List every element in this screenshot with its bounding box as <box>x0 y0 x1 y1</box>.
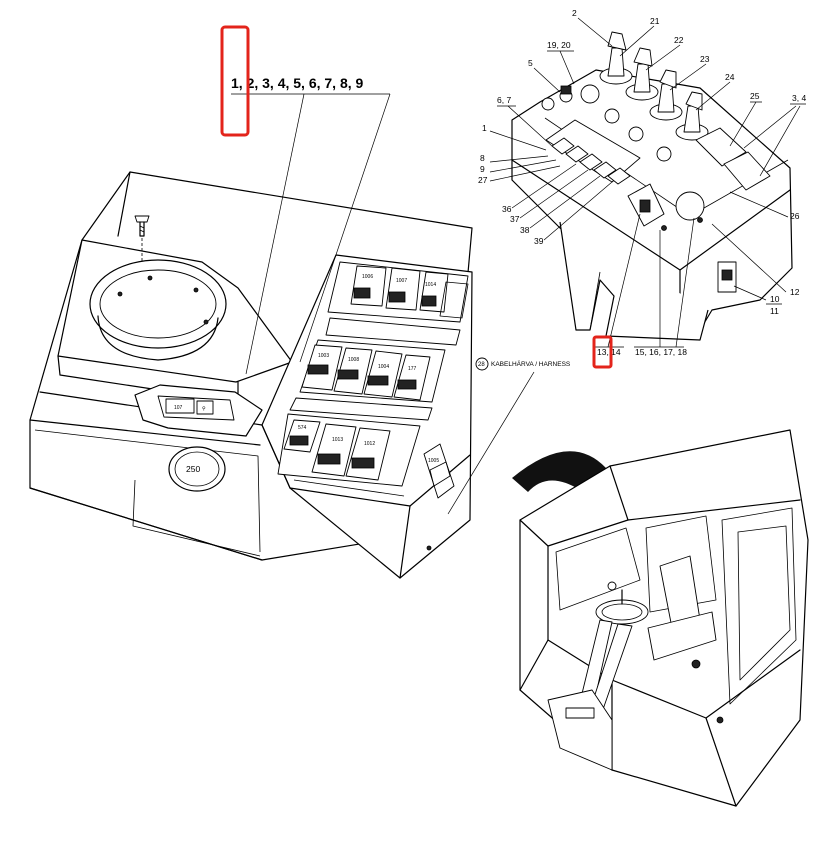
svg-text:1006: 1006 <box>362 274 373 280</box>
callout-6-7: 6, 7 <box>497 95 511 105</box>
switch-1004: 1004 <box>363 350 403 398</box>
harness-number: 28 <box>478 362 485 368</box>
callout-9: 9 <box>480 164 485 174</box>
callout-11: 11 <box>770 306 779 316</box>
switch-574: 574 <box>283 419 321 453</box>
svg-text:1013: 1013 <box>332 437 343 443</box>
switch-1007: 1007 <box>385 267 421 311</box>
harness-label: KABELHÄRVA / HARNESS <box>491 360 571 368</box>
cover-250-label: 250 <box>186 464 200 474</box>
callout-12: 12 <box>790 287 800 297</box>
callout-10: 10 <box>770 294 780 304</box>
callout-21: 21 <box>650 16 660 26</box>
callout-15-18: 15, 16, 17, 18 <box>635 347 687 357</box>
switch-107-label: 107 <box>174 405 183 411</box>
switch-1012: 1012 <box>345 427 391 481</box>
callout-25: 25 <box>750 91 760 101</box>
callout-22: 22 <box>674 35 684 45</box>
highlight-box-13-14 <box>592 335 613 369</box>
switch-177: 177 <box>393 354 431 401</box>
callout-24: 24 <box>725 72 735 82</box>
switch-1014: 1014 <box>419 271 449 313</box>
switch-1006: 1006 <box>350 265 387 307</box>
svg-text:1004: 1004 <box>378 364 389 370</box>
detail-console-view: 2 21 19, 20 22 5 23 24 25 3, 4 6, 7 1 8 … <box>478 8 806 369</box>
switch-1005: 1005 <box>423 443 455 499</box>
callout-13-14: 13, 14 <box>597 347 621 357</box>
svg-text:177: 177 <box>408 366 417 372</box>
callout-19-20: 19, 20 <box>547 40 571 50</box>
callout-2: 2 <box>572 8 577 18</box>
svg-text:1003: 1003 <box>318 353 329 359</box>
callout-27: 27 <box>478 175 488 185</box>
svg-text:574: 574 <box>298 425 307 431</box>
callout-8: 8 <box>480 153 485 163</box>
callout-37: 37 <box>510 214 520 224</box>
callout-5: 5 <box>528 58 533 68</box>
switch-icon: ⚲ <box>202 406 206 412</box>
highlight-box-main <box>220 25 250 137</box>
cover-250: 250 <box>168 446 226 492</box>
svg-text:1014: 1014 <box>425 282 436 288</box>
callout-26: 26 <box>790 211 800 221</box>
cab-view <box>512 429 809 807</box>
callout-39: 39 <box>534 236 544 246</box>
main-part-label: 1, 2, 3, 4, 5, 6, 7, 8, 9 <box>231 75 364 91</box>
svg-text:1008: 1008 <box>348 357 359 363</box>
harness-callout: 28 KABELHÄRVA / HARNESS <box>447 357 571 515</box>
callout-23: 23 <box>700 54 710 64</box>
switch-1013: 1013 <box>311 423 357 477</box>
callout-36: 36 <box>502 204 512 214</box>
svg-text:1007: 1007 <box>396 278 407 284</box>
left-console-view: 107 ⚲ 250 1006 <box>29 25 473 579</box>
callout-3-4: 3, 4 <box>792 93 806 103</box>
screw-icon <box>134 215 150 237</box>
svg-text:1005: 1005 <box>428 458 439 464</box>
callout-1: 1 <box>482 123 487 133</box>
switch-1008: 1008 <box>333 347 373 395</box>
joystick-group <box>599 31 709 141</box>
switch-1003: 1003 <box>301 344 343 391</box>
switch-panel: 1006 1007 1014 1003 1008 <box>261 254 473 579</box>
callout-38: 38 <box>520 225 530 235</box>
svg-text:1012: 1012 <box>364 441 375 447</box>
